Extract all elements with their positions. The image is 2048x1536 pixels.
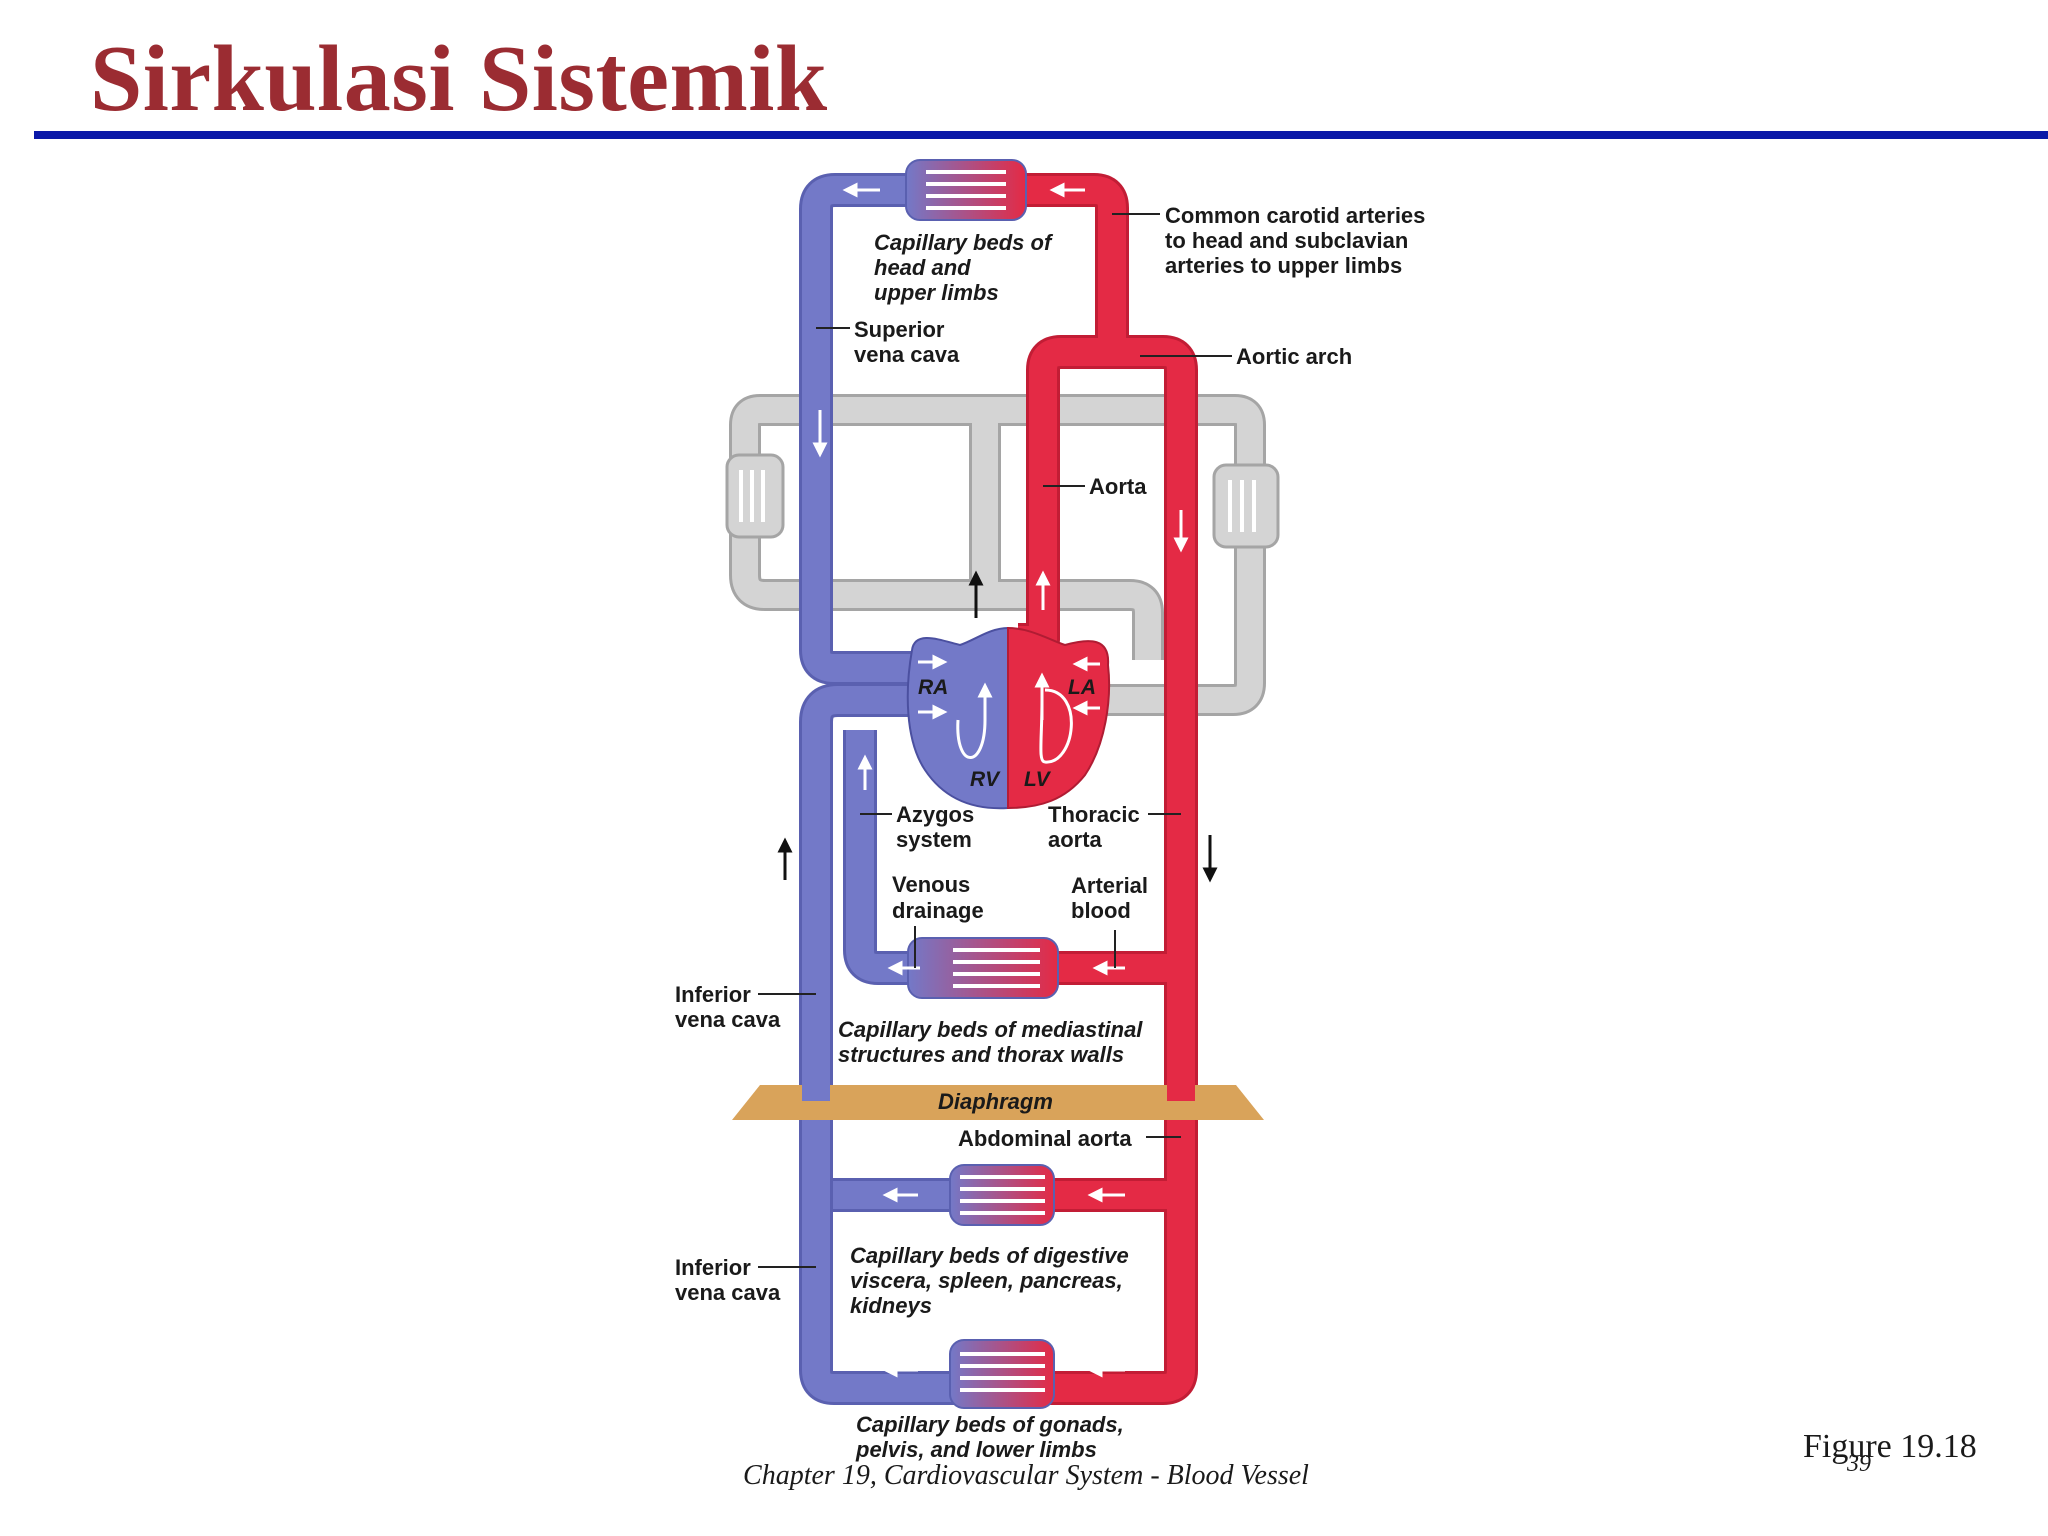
label-ivc-upper-2: vena cava bbox=[675, 1007, 781, 1032]
label-cap-gonads-2: pelvis, and lower limbs bbox=[855, 1437, 1097, 1462]
label-arterial-2: blood bbox=[1071, 898, 1131, 923]
label-cap-mediastinal-1: Capillary beds of mediastinal bbox=[838, 1017, 1143, 1042]
slide-footer: Chapter 19, Cardiovascular System - Bloo… bbox=[743, 1460, 1309, 1491]
label-azygos-2: system bbox=[896, 827, 972, 852]
label-cap-mediastinal-2: structures and thorax walls bbox=[838, 1042, 1124, 1067]
lung-capillaries-right bbox=[1212, 463, 1280, 549]
label-arterial-1: Arterial bbox=[1071, 873, 1148, 898]
label-cap-digestive-2: viscera, spleen, pancreas, bbox=[850, 1268, 1123, 1293]
label-ivc-upper-1: Inferior bbox=[675, 982, 751, 1007]
lung-capillaries-left bbox=[725, 453, 785, 539]
label-aorta: Aorta bbox=[1089, 474, 1147, 499]
label-ivc-lower-1: Inferior bbox=[675, 1255, 751, 1280]
label-venous-2: drainage bbox=[892, 898, 984, 923]
label-thoracic-1: Thoracic bbox=[1048, 802, 1140, 827]
label-carotid-2: to head and subclavian bbox=[1165, 228, 1408, 253]
venous-vessels bbox=[799, 173, 958, 1405]
label-la: LA bbox=[1068, 676, 1096, 699]
diagram-labels: Capillary beds of head and upper limbs C… bbox=[675, 203, 1425, 1462]
label-carotid-1: Common carotid arteries bbox=[1165, 203, 1425, 228]
page-number: 39 bbox=[1847, 1451, 1871, 1477]
figure-reference: Figure 19.18 bbox=[1803, 1428, 1977, 1465]
flow-arrows bbox=[777, 182, 1218, 1378]
rv-flow-arrow bbox=[956, 682, 993, 759]
label-ivc-lower-2: vena cava bbox=[675, 1280, 781, 1305]
label-ra: RA bbox=[918, 676, 948, 699]
label-cap-digestive-3: kidneys bbox=[850, 1293, 932, 1318]
heart-right-side bbox=[906, 626, 1009, 810]
label-venous-1: Venous bbox=[892, 872, 970, 897]
capillary-bed-lower-limbs bbox=[949, 1339, 1055, 1409]
label-carotid-3: arteries to upper limbs bbox=[1165, 253, 1402, 278]
label-abdominal-aorta: Abdominal aorta bbox=[958, 1126, 1132, 1151]
label-cap-digestive-1: Capillary beds of digestive bbox=[850, 1243, 1129, 1268]
title-underline bbox=[34, 131, 2048, 139]
vessels-through-diaphragm bbox=[802, 1085, 1195, 1101]
capillary-bed-mediastinal bbox=[907, 937, 1059, 999]
label-cap-gonads-1: Capillary beds of gonads, bbox=[856, 1412, 1124, 1437]
capillary-bed-head bbox=[905, 159, 1027, 221]
label-cap-head-2: head and bbox=[874, 255, 971, 280]
label-svc-2: vena cava bbox=[854, 342, 960, 367]
lv-flow-arrow bbox=[1039, 688, 1073, 764]
label-azygos-1: Azygos bbox=[896, 802, 974, 827]
label-leader-lines bbox=[758, 213, 1232, 1268]
label-thoracic-2: aorta bbox=[1048, 827, 1103, 852]
label-lv: LV bbox=[1024, 768, 1052, 791]
label-diaphragm: Diaphragm bbox=[938, 1089, 1053, 1114]
label-aortic-arch: Aortic arch bbox=[1236, 344, 1352, 369]
diaphragm bbox=[732, 1085, 1264, 1120]
heart bbox=[906, 626, 1111, 810]
label-cap-head-3: upper limbs bbox=[874, 280, 999, 305]
capillary-bed-digestive bbox=[949, 1164, 1055, 1226]
label-cap-head-1: Capillary beds of bbox=[874, 230, 1054, 255]
slide-title: Sirkulasi Sistemik bbox=[90, 27, 828, 131]
label-rv: RV bbox=[970, 768, 1001, 791]
heart-left-side bbox=[1007, 626, 1111, 810]
label-svc-1: Superior bbox=[854, 317, 945, 342]
